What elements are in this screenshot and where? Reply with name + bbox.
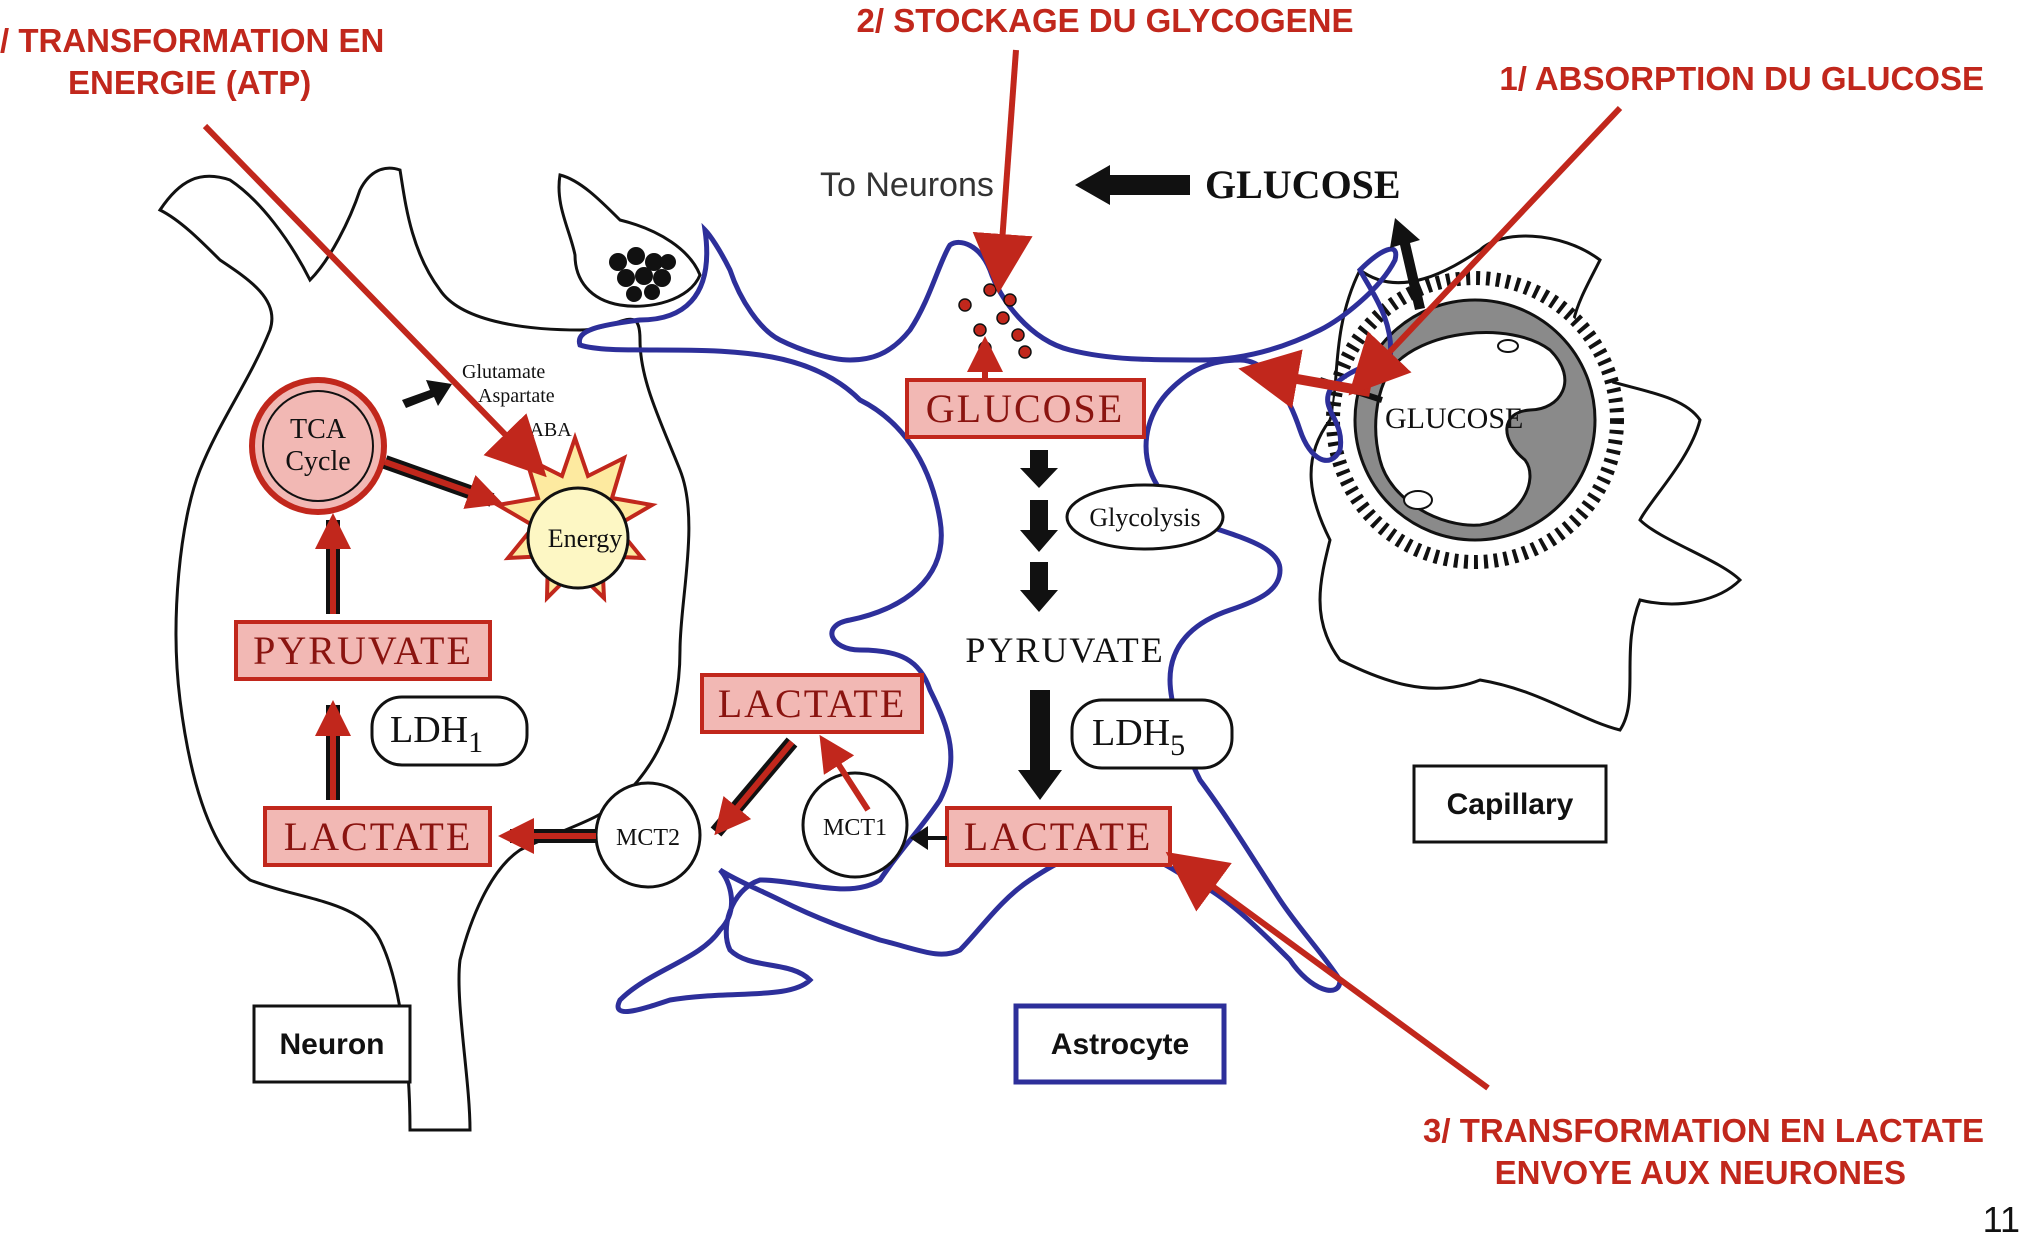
ldh1-label: LDH1 xyxy=(390,709,483,759)
lactate-extracellular-box xyxy=(700,673,924,734)
ldh1-bubble xyxy=(370,695,529,767)
pyruvate-neuron-label: PYRUVATE xyxy=(253,628,473,673)
energy-label: Energy xyxy=(548,524,623,553)
neuron-label: Neuron xyxy=(280,1028,385,1061)
annotation-step3-line2: ENVOYE AUX NEURONES xyxy=(1495,1154,1906,1191)
annotation-step3-arrow xyxy=(1165,851,1490,1091)
neuron-label-box xyxy=(252,1004,412,1084)
ldh5-label: LDH5 xyxy=(1092,712,1185,762)
capillary-label-box xyxy=(1412,764,1608,844)
arrow-tca-to-energy-red xyxy=(383,459,504,509)
glucose-capillary-label: GLUCOSE xyxy=(1385,402,1523,435)
tca-cycle-inner xyxy=(262,390,374,502)
capillary-label: Capillary xyxy=(1447,788,1574,821)
glucose-top-label: GLUCOSE xyxy=(1205,162,1401,207)
annotation-step4-line2: ENERGIE (ATP) xyxy=(68,64,311,101)
lactate-neuron-box xyxy=(263,806,492,867)
annotation-step2: 2/ STOCKAGE DU GLYCOGENE xyxy=(857,2,1354,39)
arrow-to-glutamate xyxy=(402,380,452,408)
synaptic-terminal xyxy=(557,173,702,308)
tca-label-line1: TCA xyxy=(290,414,347,445)
tca-label-line2: Cycle xyxy=(285,446,350,477)
glycolysis-label: Glycolysis xyxy=(1089,503,1200,532)
arrow-to-neurons xyxy=(1075,165,1190,205)
glycolysis-bubble xyxy=(1065,483,1225,551)
glycolysis-arrows xyxy=(1020,450,1058,612)
arrow-pyruvate-to-lactate xyxy=(1018,690,1062,800)
arrow-capillary-up xyxy=(1390,218,1425,310)
glucose-astrocyte-box xyxy=(905,378,1146,439)
arrow-lactate-to-mct1 xyxy=(910,826,947,850)
energy-core xyxy=(526,486,630,590)
astrocyte-label: Astrocyte xyxy=(1051,1028,1189,1061)
annotation-step2-arrow xyxy=(972,49,1033,294)
page-number: 11 xyxy=(1983,1199,2020,1236)
lactate-neuron-label: LACTATE xyxy=(284,814,473,859)
glucose-astrocyte-label: GLUCOSE xyxy=(926,386,1124,431)
to-neurons-label: To Neurons xyxy=(820,166,994,204)
ldh5-bubble xyxy=(1070,698,1234,770)
lactate-extracellular-label: LACTATE xyxy=(718,681,907,726)
lactate-astrocyte-label: LACTATE xyxy=(964,814,1153,859)
arrow-mct1-to-lactate xyxy=(819,734,871,812)
capillary-lumen xyxy=(1374,331,1567,527)
pyruvate-astrocyte-label: PYRUVATE xyxy=(965,630,1164,670)
annotation-step1-arrow xyxy=(1348,105,1623,396)
annotation-step1: 1/ ABSORPTION DU GLUCOSE xyxy=(1499,60,1984,97)
aspartate-label: Aspartate xyxy=(478,385,555,407)
vesicles xyxy=(609,247,676,302)
gaba-label: GABA xyxy=(515,419,572,441)
astrocyte-outline xyxy=(576,222,1399,1015)
mct2-label: MCT2 xyxy=(616,825,680,851)
mct1-label: MCT1 xyxy=(823,815,887,841)
pyruvate-neuron-box xyxy=(234,620,492,681)
mct1-transporter xyxy=(801,771,909,879)
astrocyte-label-box xyxy=(1013,1003,1227,1085)
glutamate-label: Glutamate xyxy=(462,361,545,383)
arrow-lactate-to-mct2-red xyxy=(714,740,795,836)
annotation-step4-line1: / TRANSFORMATION EN xyxy=(0,22,384,59)
annotation-step4-arrow xyxy=(202,123,547,478)
annotation-step3-line1: 3/ TRANSFORMATION EN LACTATE xyxy=(1423,1112,1984,1149)
